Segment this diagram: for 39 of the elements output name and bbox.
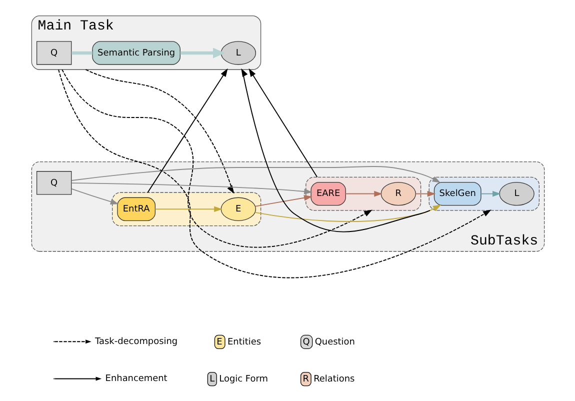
arrow: [70, 182, 312, 194]
legend-label: Relations: [313, 374, 354, 384]
arrow: [61, 69, 372, 248]
node-box: SkelGen: [433, 182, 481, 206]
arrow: [154, 206, 222, 212]
arrow: [70, 166, 440, 183]
node-ellipse: E: [220, 197, 256, 221]
arrow: [248, 68, 318, 178]
node-ellipse: L: [498, 182, 534, 206]
cluster: [112, 192, 261, 226]
node-box: EntRA: [116, 197, 156, 221]
cluster: [305, 176, 421, 211]
label: Q: [302, 337, 310, 348]
node-ellipse: L: [220, 41, 256, 65]
label: E: [216, 337, 222, 348]
node-box: Semantic Parsing: [92, 41, 180, 65]
arrow: [84, 69, 234, 194]
legend-label: Question: [314, 337, 354, 348]
arrow: [70, 188, 118, 204]
node-ellipse: R: [380, 182, 416, 206]
arrow: [344, 190, 382, 197]
node-box: EARE: [310, 182, 346, 206]
arrow: [58, 69, 491, 278]
legend-label: Enhancement: [104, 374, 167, 384]
arrow: [146, 68, 228, 193]
node-box: Q: [36, 171, 72, 195]
node-box: Q: [36, 41, 72, 65]
arrow: [254, 194, 312, 207]
legend-label: Task-decomposing: [94, 336, 178, 347]
arrow: [254, 204, 441, 222]
arrow: [414, 190, 436, 197]
arrow: [180, 48, 225, 58]
label: R: [302, 374, 308, 384]
arrow: [240, 68, 430, 232]
connector: [71, 51, 92, 55]
label: L: [209, 374, 214, 384]
arrow: [480, 190, 500, 197]
legend-label: Logic Form: [218, 374, 268, 384]
legend-label: Entities: [227, 337, 261, 348]
